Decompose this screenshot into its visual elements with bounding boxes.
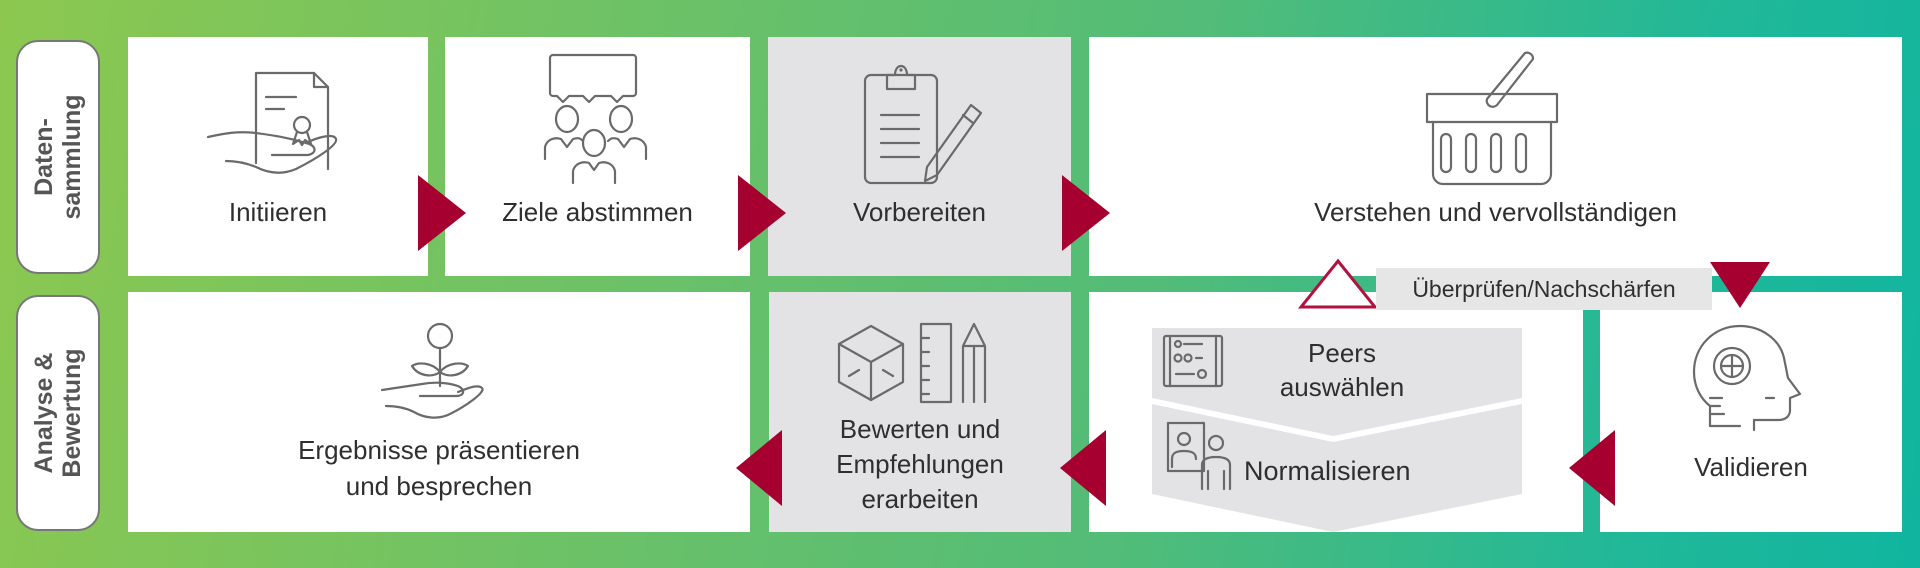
row-label-line1: Analyse & — [30, 352, 58, 474]
people-frame-icon — [1166, 421, 1236, 491]
step-ziele-abstimmen: Ziele abstimmen — [445, 37, 750, 276]
arrow-left-icon — [736, 430, 782, 506]
row-label-line1: Daten- — [30, 118, 58, 196]
step-vorbereiten: Vorbereiten — [768, 37, 1071, 276]
row-label-line2: sammlung — [58, 94, 86, 220]
arrow-right-icon — [738, 175, 786, 251]
arrow-right-icon — [418, 175, 466, 251]
hand-certificate-icon — [206, 65, 341, 190]
arrow-left-icon — [1060, 430, 1106, 506]
team-discussion-icon — [543, 51, 648, 186]
step-label: Ergebnisse präsentieren und besprechen — [298, 435, 580, 501]
step-label: Validieren — [1694, 452, 1808, 482]
row-label-analyse-bewertung: Analyse & Bewertung — [16, 295, 100, 531]
board-icon — [1162, 334, 1224, 388]
hand-plant-icon — [380, 322, 485, 427]
step-peers-auswaehlen: Peers auswählen — [1279, 338, 1405, 402]
chevron-process-shape — [1152, 328, 1522, 532]
step-bewerten-empfehlungen: Bewerten und Empfehlungen erarbeiten — [769, 292, 1071, 532]
step-label: Bewerten und Empfehlungen erarbeiten — [836, 414, 1004, 514]
clipboard-pencil-icon — [863, 57, 983, 187]
feedback-loop-label: Überprüfen/Nachschärfen — [1376, 268, 1712, 310]
arrow-up-outline-icon — [1298, 258, 1378, 309]
arrow-down-icon — [1710, 262, 1770, 308]
arrow-left-icon — [1569, 430, 1615, 506]
row-label-datensammlung: Daten- sammlung — [16, 40, 100, 274]
step-verstehen-vervollstaendigen: Verstehen und vervollständigen — [1089, 37, 1902, 276]
arrow-right-icon — [1062, 175, 1110, 251]
step-label: Initiieren — [228, 197, 328, 227]
step-initiieren: Initiieren — [128, 37, 428, 276]
cube-ruler-pencil-icon — [837, 322, 997, 404]
row-label-line2: Bewertung — [58, 348, 86, 478]
basket-icon — [1425, 49, 1560, 189]
step-ergebnisse-praesentieren: Ergebnisse präsentieren und besprechen — [128, 292, 750, 532]
step-normalisieren: Normalisieren — [1244, 456, 1411, 486]
step-label: Vorbereiten — [853, 197, 986, 227]
head-brain-icon — [1692, 322, 1802, 432]
step-label: Ziele abstimmen — [502, 197, 693, 227]
step-validieren: Validieren — [1600, 292, 1902, 532]
step-label: Verstehen und vervollständigen — [1314, 197, 1677, 227]
